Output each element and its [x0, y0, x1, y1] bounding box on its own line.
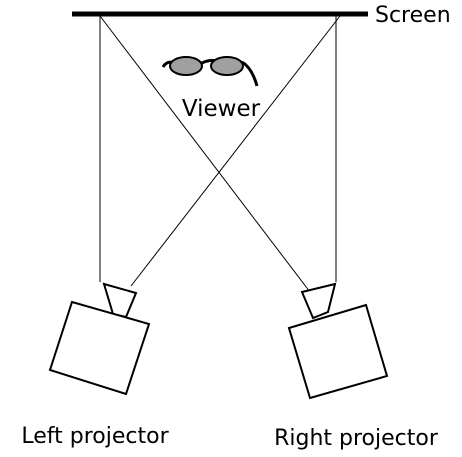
right-projector-left-beam — [99, 15, 311, 293]
left-projector-body — [48, 300, 151, 396]
viewer-label: Viewer — [182, 96, 261, 122]
right-projector-body — [287, 303, 389, 400]
right-lens — [210, 56, 244, 76]
left-projector — [48, 282, 151, 396]
screen-label: Screen — [375, 3, 451, 28]
3d-glasses-icon — [161, 56, 259, 87]
right-projector-label: Right projector — [274, 426, 439, 451]
left-projector-right-beam — [130, 15, 341, 287]
glasses-temple — [241, 60, 259, 87]
left-lens — [169, 56, 203, 76]
right-projector-lens — [300, 282, 337, 320]
left-projector-label: Left projector — [21, 424, 169, 449]
right-projector — [287, 282, 389, 400]
projection-lines — [99, 15, 341, 293]
